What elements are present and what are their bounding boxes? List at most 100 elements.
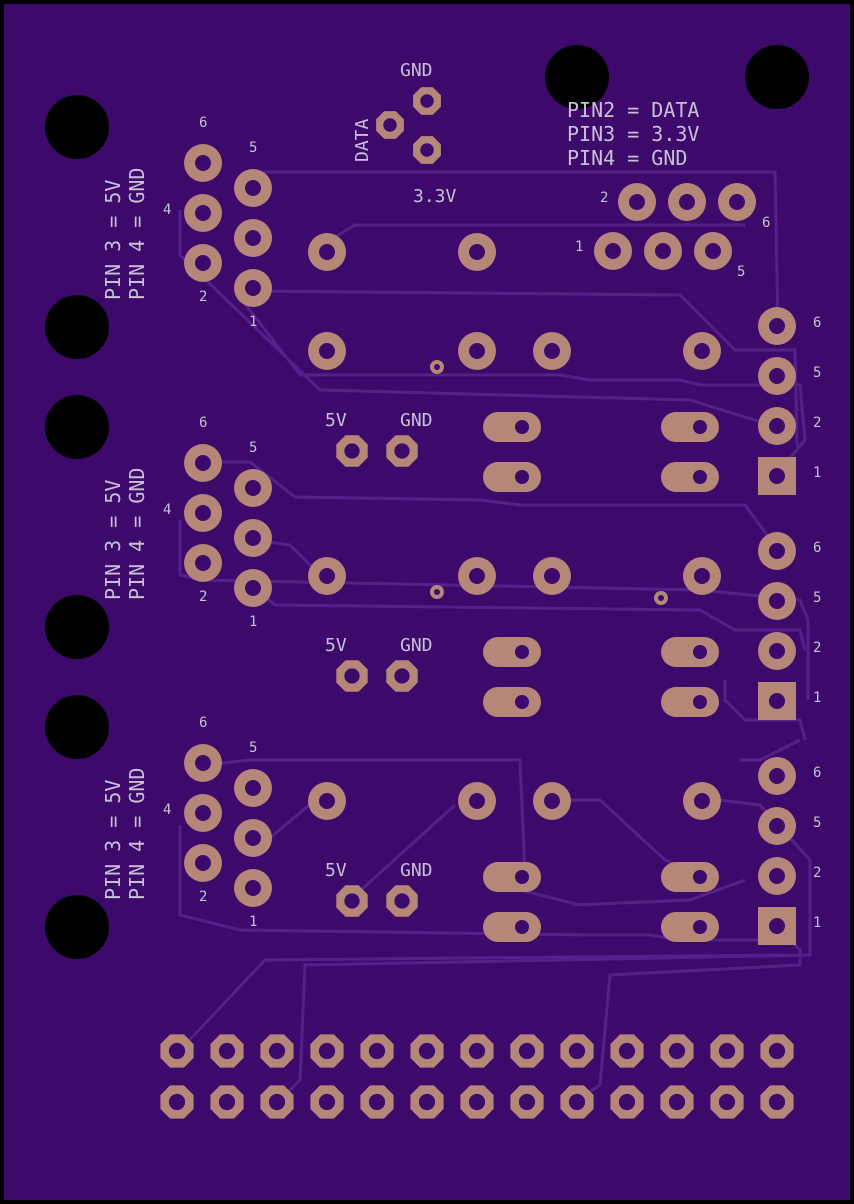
section-2-pin-2: 2: [199, 589, 207, 605]
section-3-pin-note-a: PIN 3 = 5V: [101, 780, 125, 900]
pad-drill: [518, 1042, 536, 1060]
via-drill: [434, 589, 440, 595]
pad-drill: [245, 880, 261, 896]
pad-drill: [769, 593, 785, 609]
section-3-pin-4: 4: [163, 802, 171, 818]
pad-drill: [515, 645, 529, 659]
section-2-pin-1: 1: [249, 614, 257, 630]
pad-drill: [394, 443, 410, 459]
oblong-pad: [483, 912, 541, 942]
pad-drill: [420, 143, 434, 157]
mounting-hole: [745, 45, 809, 109]
oblong-pad: [661, 412, 719, 442]
pad-drill: [679, 194, 695, 210]
power-3-gnd-label: GND: [400, 860, 433, 881]
pad-drill: [729, 194, 745, 210]
section-1-pin-note-a: PIN 3 = 5V: [101, 180, 125, 300]
pad-drill: [319, 343, 335, 359]
connector-3-pin-2: 2: [813, 865, 821, 881]
power-2-gnd-label: GND: [400, 635, 433, 656]
pad-drill: [705, 243, 721, 259]
pad-drill: [245, 180, 261, 196]
pad-drill: [769, 818, 785, 834]
sensor-3v3-label: 3.3V: [413, 186, 457, 207]
pad-drill: [605, 243, 621, 259]
pad-drill: [319, 793, 335, 809]
section-3-pin-2: 2: [199, 889, 207, 905]
oblong-pad: [483, 412, 541, 442]
pad-drill: [420, 94, 434, 108]
mounting-hole: [45, 95, 109, 159]
pad-drill: [383, 118, 397, 132]
pad-drill: [245, 780, 261, 796]
pad-drill: [469, 343, 485, 359]
pad-drill: [394, 668, 410, 684]
pad-drill: [518, 1093, 536, 1111]
pad-drill: [319, 568, 335, 584]
oblong-pad: [483, 687, 541, 717]
pad-drill: [418, 1042, 436, 1060]
connector-1-pin-5: 5: [813, 365, 821, 381]
mounting-hole: [45, 695, 109, 759]
pad-drill: [668, 1042, 686, 1060]
pad-drill: [769, 868, 785, 884]
pads-layer: [160, 87, 796, 1119]
section-3-pin-note-b: PIN 4 = GND: [125, 768, 149, 900]
oblong-pad: [483, 462, 541, 492]
pad-drill: [245, 280, 261, 296]
mounting-hole: [45, 295, 109, 359]
section-2-pin-note-a: PIN 3 = 5V: [101, 480, 125, 600]
pad-drill: [469, 568, 485, 584]
pad-drill: [694, 343, 710, 359]
pad-drill: [318, 1093, 336, 1111]
pad-drill: [768, 1093, 786, 1111]
mounting-holes: [45, 45, 809, 959]
connector-3-pin-1: 1: [813, 915, 821, 931]
section-3-pin-1: 1: [249, 914, 257, 930]
legend-line-3: PIN4 = GND: [567, 146, 687, 170]
sensor-data-label: DATA: [352, 118, 373, 162]
connector-3-pin-6: 6: [813, 765, 821, 781]
pad-drill: [693, 920, 707, 934]
pad-drill: [515, 420, 529, 434]
section-1-pin-5: 5: [249, 140, 257, 156]
connector-2-pin-1: 1: [813, 690, 821, 706]
power-1-5v-label: 5V: [325, 410, 347, 431]
pad-drill: [769, 368, 785, 384]
pad-drill: [195, 155, 211, 171]
pad-drill: [769, 693, 785, 709]
pad-drill: [693, 695, 707, 709]
pad-drill: [694, 568, 710, 584]
power-1-gnd-label: GND: [400, 410, 433, 431]
pad-drill: [515, 470, 529, 484]
header-pin-5: 5: [737, 264, 745, 280]
connector-1-pin-6: 6: [813, 315, 821, 331]
section-1-pin-note-b: PIN 4 = GND: [125, 168, 149, 300]
pad-drill: [768, 1042, 786, 1060]
connector-2-pin-2: 2: [813, 640, 821, 656]
section-2-pin-5: 5: [249, 440, 257, 456]
pad-drill: [195, 805, 211, 821]
pad-drill: [515, 870, 529, 884]
pad-drill: [668, 1093, 686, 1111]
header-pin-6: 6: [762, 215, 770, 231]
pad-drill: [394, 893, 410, 909]
oblong-pad: [661, 862, 719, 892]
pad-drill: [769, 468, 785, 484]
pad-drill: [769, 643, 785, 659]
pad-drill: [618, 1042, 636, 1060]
header-pin-1: 1: [575, 239, 583, 255]
pad-drill: [245, 480, 261, 496]
via-drill: [658, 595, 664, 601]
pad-drill: [718, 1042, 736, 1060]
power-2-5v-label: 5V: [325, 635, 347, 656]
pad-drill: [245, 830, 261, 846]
pad-drill: [769, 918, 785, 934]
pad-drill: [618, 1093, 636, 1111]
pad-drill: [168, 1042, 186, 1060]
mounting-hole: [45, 895, 109, 959]
pad-drill: [769, 318, 785, 334]
pad-drill: [544, 568, 560, 584]
